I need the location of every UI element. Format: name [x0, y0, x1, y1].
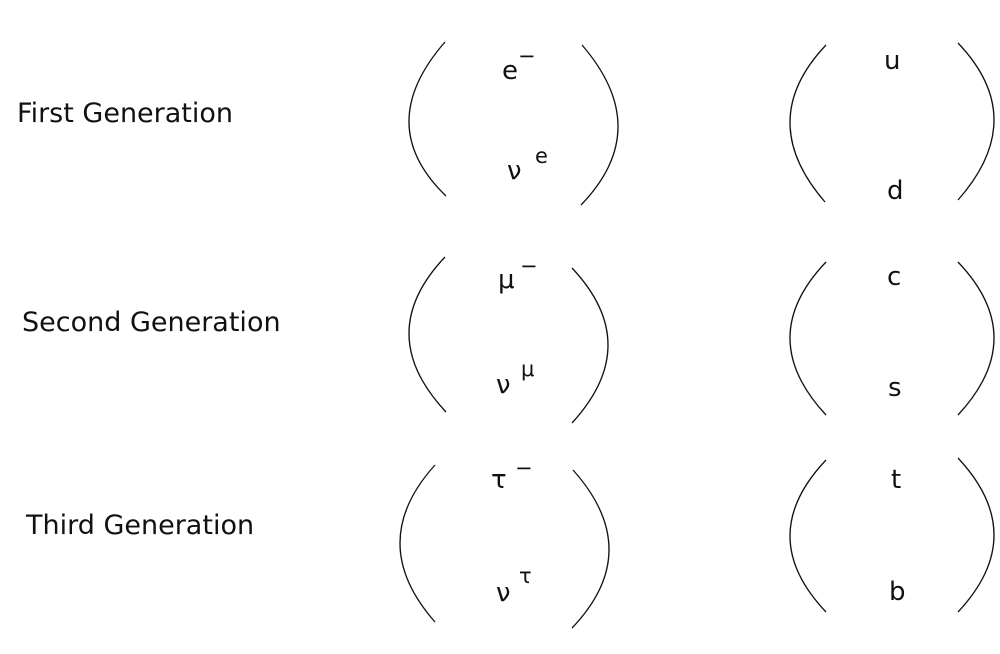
lepton-symbol-first: e	[502, 56, 518, 86]
bracket-quark-right-second	[957, 261, 995, 416]
lepton-symbol-second: μ	[498, 265, 515, 295]
lepton-charge-third: −	[515, 456, 533, 480]
neutrino-flavor-third: τ	[519, 564, 532, 588]
bracket-lepton-right-third	[571, 469, 610, 629]
neutrino-flavor-second: μ	[521, 357, 535, 381]
quark-down-second: s	[888, 373, 902, 403]
bracket-quark-left-third	[789, 459, 827, 613]
bracket-quark-right-third	[957, 457, 995, 613]
neutrino-symbol-second: ν	[496, 370, 511, 400]
lepton-charge-first: −	[518, 44, 536, 68]
bracket-quark-right-first	[957, 42, 995, 201]
bracket-lepton-left-second	[408, 256, 447, 413]
generation-label-first: First Generation	[17, 98, 234, 129]
bracket-quark-left-second	[789, 261, 827, 416]
neutrino-flavor-first: e	[535, 144, 548, 168]
lepton-symbol-third: τ	[491, 465, 507, 495]
generation-label-second: Second Generation	[22, 307, 281, 338]
bracket-lepton-left-first	[408, 41, 447, 197]
lepton-charge-second: −	[520, 254, 538, 278]
bracket-lepton-left-third	[399, 464, 436, 623]
neutrino-symbol-first: ν	[507, 156, 522, 186]
neutrino-symbol-third: ν	[496, 578, 511, 608]
bracket-lepton-right-first	[580, 44, 619, 206]
bracket-lepton-right-second	[571, 267, 609, 424]
quark-down-first: d	[887, 176, 904, 206]
quark-up-second: c	[887, 262, 902, 292]
quark-up-first: u	[884, 46, 901, 76]
quark-down-third: b	[889, 577, 906, 607]
bracket-quark-left-first	[789, 44, 827, 203]
quark-up-third: t	[891, 465, 902, 495]
generation-label-third: Third Generation	[26, 510, 255, 541]
